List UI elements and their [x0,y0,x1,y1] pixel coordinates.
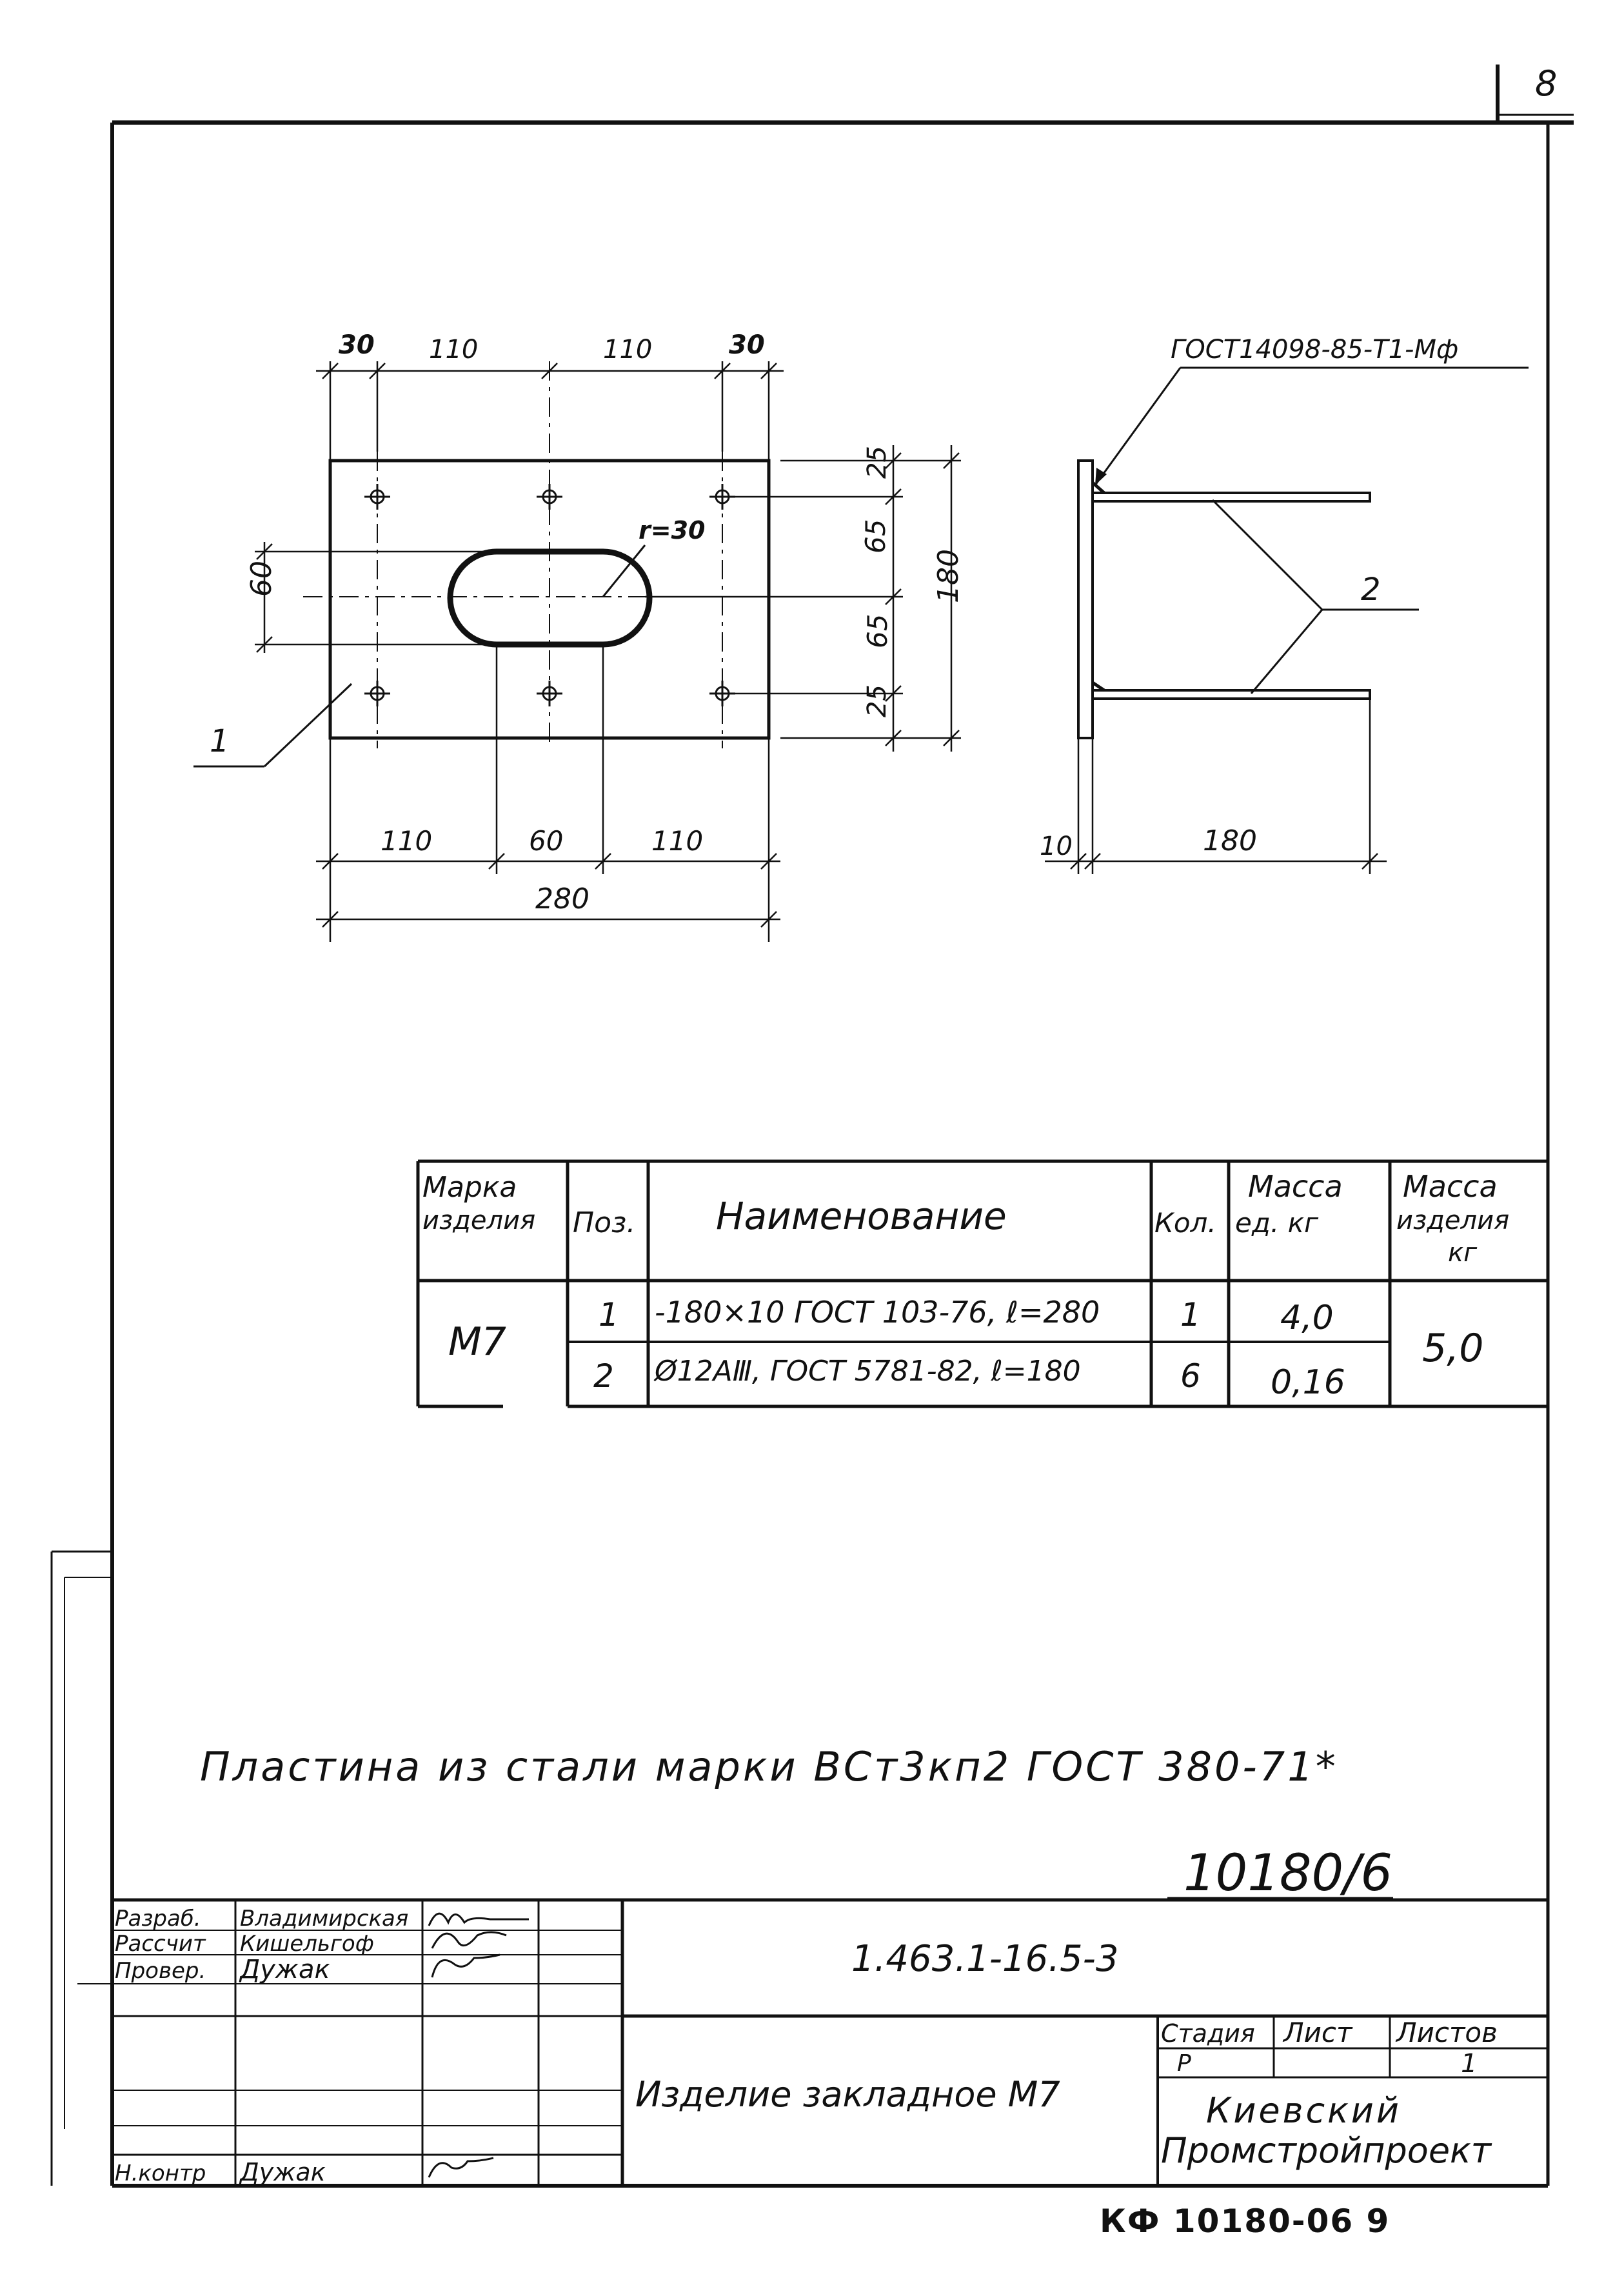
table-row: 1 -180×10 ГОСТ 103-76, ℓ=280 1 4,0 [599,1295,1334,1337]
row1-unit-mass: 4,0 [1280,1299,1334,1337]
dim-rod-length: 180 [1203,824,1257,857]
top-dimension-chain [316,361,784,461]
role-6: Н.контр [115,2161,206,2186]
side-plate [1077,459,1094,739]
sheet-number: 8 [1535,63,1557,104]
cell-total-mass: 5,0 [1422,1326,1483,1371]
slot-height-dimension [255,542,497,653]
role-3: Провер. [115,1958,206,1984]
name-2: Кишельгоф [240,1931,374,1957]
dim-overall-height: 180 [932,549,965,603]
name-3: Дужак [239,1955,330,1984]
role-2: Рассчит [115,1931,206,1957]
sheets-value: 1 [1461,2049,1477,2079]
bottom-dimension-chain [316,644,780,942]
archive-stamp: КФ 10180-06 9 [1100,2202,1390,2240]
row2-name: Ø12АⅢ, ГОСТ 5781-82, ℓ=180 [653,1355,1081,1388]
dim-top-2: 110 [429,335,478,365]
callout-1: 1 [210,723,230,759]
dim-slot-height: 60 [245,561,278,597]
dim-right-4: 25 [862,684,892,717]
signature-2 [431,1931,507,1949]
stage-value: Р [1177,2050,1191,2077]
doc-code: 1.463.1-16.5-3 [851,1938,1118,1980]
right-dimension-chain [645,445,961,752]
signature-1 [428,1912,529,1926]
dim-plate-thickness: 10 [1040,832,1073,861]
radius-label: r=30 [639,516,705,544]
signature-3 [431,1953,500,1978]
name-1: Владимирская [240,1906,408,1932]
cell-mark: M7 [448,1319,506,1364]
sheets-label: Листов [1395,2017,1498,2048]
th-total-mass-2: изделия [1396,1206,1509,1235]
callout-2-leader [1211,499,1419,694]
plan-view: 30 110 110 30 25 65 65 25 180 [193,330,965,942]
th-qty: Кол. [1154,1207,1216,1239]
table-row: 2 Ø12АⅢ, ГОСТ 5781-82, ℓ=180 6 0,16 [593,1355,1345,1402]
th-unit-mass-2: ед. кг [1235,1207,1319,1239]
org-line-1: Киевский [1206,2090,1401,2131]
dim-right-2: 65 [860,519,891,554]
th-mark-1: Марка [422,1171,517,1204]
row2-pos: 2 [593,1357,614,1395]
signature-6 [428,2157,494,2178]
dim-bottom-1: 110 [381,825,432,857]
row1-name: -180×10 ГОСТ 103-76, ℓ=280 [655,1295,1100,1330]
dim-bottom-2: 60 [529,825,563,857]
archive-number: 10180/6 [1183,1844,1392,1903]
dim-top-3: 110 [603,335,652,365]
bolt-holes [364,484,735,706]
dim-top-1: 30 [339,330,375,360]
title-block-people: Разраб. Владимирская Рассчит Кишельгоф П… [115,1906,529,2186]
sheet-label: Лист [1282,2017,1353,2048]
row1-qty: 1 [1180,1296,1201,1333]
dim-top-4: 30 [729,330,765,360]
th-unit-mass-1: Масса [1248,1169,1343,1204]
row2-qty: 6 [1180,1357,1201,1395]
callout-2: 2 [1361,572,1381,608]
anchor-rod-top [1091,492,1371,503]
role-1: Разраб. [115,1906,201,1932]
spec-table: Марка изделия Поз. Наименование Кол. Мас… [416,1159,1548,1408]
dim-right-3: 65 [862,614,893,648]
th-pos: Поз. [573,1206,635,1239]
stage-label: Стадия [1161,2019,1255,2048]
name-6: Дужак [239,2158,326,2186]
item-title: Изделие закладное M7 [635,2074,1060,2115]
row1-pos: 1 [599,1296,619,1333]
dim-overall-width: 280 [535,883,589,915]
weld-mark-top [1091,481,1105,494]
org-line-2: Промстройпроект [1161,2130,1492,2171]
th-total-mass-3: кг [1448,1238,1478,1268]
th-name: Наименование [716,1194,1007,1238]
anchor-rod-bottom [1091,689,1371,700]
weld-label: ГОСТ14098-85-Т1-Мф [1171,335,1458,365]
radius-leader [602,544,646,597]
weld-mark-bottom [1091,681,1105,692]
row2-unit-mass: 0,16 [1271,1363,1345,1402]
title-block [77,1898,1548,2186]
th-total-mass-1: Масса [1403,1169,1498,1204]
sheet-frame [50,65,1574,2188]
th-mark-2: изделия [422,1206,535,1235]
dim-right-1: 25 [862,446,892,479]
side-dimensions [1045,699,1387,874]
side-view: ГОСТ14098-85-Т1-Мф 2 10 180 [1040,335,1529,874]
material-note: Пластина из стали марки ВСт3кп2 ГОСТ 380… [200,1743,1338,1790]
dim-bottom-3: 110 [651,825,703,857]
